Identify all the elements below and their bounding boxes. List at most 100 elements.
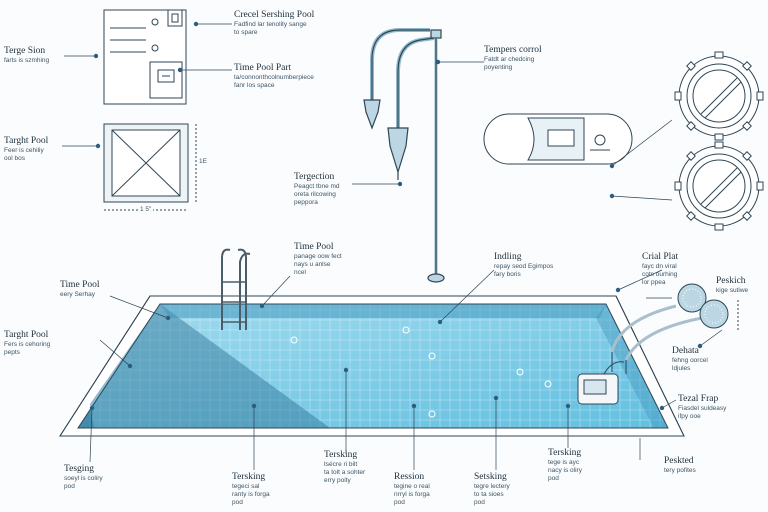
label-time-pool-center: Time Pool panage oow fect nays u anlse n… xyxy=(294,242,342,277)
label-line: Fatdt ar chedcing xyxy=(484,56,535,63)
label-title: Targht Pool xyxy=(4,136,49,146)
label-title: Crecel Sershing Pool xyxy=(234,10,315,20)
pool-cleaner xyxy=(577,361,625,405)
label-line: tery pofites xyxy=(664,467,696,474)
label-title: Peskted xyxy=(664,456,694,466)
label-line: fayc dn viral xyxy=(642,263,677,270)
label-line: cots ourhing xyxy=(642,271,678,278)
label-tezal-frap: Tezal Frap Fiasdel suldeasy ifpy ooe xyxy=(678,394,726,421)
side-shower xyxy=(610,283,739,374)
marker-dots xyxy=(89,21,703,411)
label-line: to spare xyxy=(234,29,258,36)
label-line: poyenting xyxy=(484,64,513,71)
label-line: pod xyxy=(394,499,405,506)
label-line: ta tolt a sohter xyxy=(324,469,366,476)
label-line: ncel xyxy=(294,269,306,276)
label-line: oreta rilcowing xyxy=(294,191,336,198)
label-line: panage oow fect xyxy=(294,253,342,260)
label-line: tsécre ri bilt xyxy=(324,461,358,468)
label-line: pod xyxy=(548,475,559,482)
label-line: Fiasdel suldeasy xyxy=(678,405,727,412)
label-line: eery Serhay xyxy=(60,291,96,298)
label-line: ldjules xyxy=(672,365,691,372)
main-pool xyxy=(59,295,685,437)
label-line: ifpy ooe xyxy=(678,413,701,420)
pool-ladder xyxy=(221,248,251,330)
label-line: pod xyxy=(64,483,75,490)
label-ression: Ression tegine o real nrryl is forga pod xyxy=(394,472,430,507)
label-line: soeyl is coliry xyxy=(64,475,103,482)
label-title: Crial Plat xyxy=(642,252,679,262)
label-title: Tersking xyxy=(548,448,582,458)
label-line: ool bos xyxy=(4,155,25,162)
label-title: Time Pool Part xyxy=(234,63,292,73)
label-title: Time Pool xyxy=(60,280,100,290)
label-title: Targht Pool xyxy=(4,330,49,340)
gear-dial-bottom xyxy=(674,141,764,231)
label-title: Ression xyxy=(394,472,425,482)
gear-dial-top xyxy=(674,51,764,141)
label-peskted: Peskted tery pofites xyxy=(664,456,696,475)
pump-drawing xyxy=(483,113,633,165)
label-line: to ta sioes xyxy=(474,491,504,498)
label-line: pod xyxy=(474,499,485,506)
label-tergection: Tergection Peagct tbne md oreta rilcowin… xyxy=(294,172,340,207)
label-title: Terge Sion xyxy=(4,46,46,56)
label-title: Indling xyxy=(494,252,522,262)
label-title: Tesging xyxy=(64,464,94,474)
label-tersking-c: Tersking tege is ayc nacy is oliry pod xyxy=(548,448,582,483)
label-line: ta/connonthcolnumberpiece xyxy=(234,74,314,81)
label-line: Fers is cehoring xyxy=(4,341,51,348)
label-tesging: Tesging soeyl is coliry pod xyxy=(64,464,103,491)
label-line: nacy is oliry xyxy=(548,467,582,474)
label-title: Setsking xyxy=(474,472,507,482)
label-title: Tergection xyxy=(294,172,335,182)
nozzle-fixture xyxy=(363,28,445,283)
dimension-text: 1E xyxy=(199,158,207,165)
label-line: kige sutiwe xyxy=(716,287,749,294)
square-pool-top-view xyxy=(103,123,197,211)
label-line: lor ppea xyxy=(642,279,666,286)
dimension-vertical: 1E xyxy=(199,158,207,166)
label-crecel-pool: Crecel Sershing Pool Fadfind lar tenolit… xyxy=(234,10,314,37)
label-title: Tezal Frap xyxy=(678,394,719,404)
label-dehata: Dehata fehng oorcel ldjules xyxy=(672,346,708,373)
label-line: Peagct tbne md xyxy=(294,183,340,190)
label-line: nrryl is forga xyxy=(394,491,430,498)
label-title: Peskich xyxy=(716,276,746,286)
label-line: tege is ayc xyxy=(548,459,580,466)
label-setsking: Setsking tegre lectery to ta sioes pod xyxy=(474,472,510,507)
label-line: fanr los space xyxy=(234,82,275,89)
label-line: peppora xyxy=(294,199,318,206)
label-line: pepts xyxy=(4,349,20,356)
label-line: tegre lectery xyxy=(474,483,510,490)
dimension-text: 1 5" xyxy=(140,206,152,213)
label-title: Tersking xyxy=(324,450,358,460)
label-tersking-b: Tersking tsécre ri bilt ta tolt a sohter… xyxy=(324,450,365,485)
label-tempers-corrol: Tempers corrol Fatdt ar chedcing poyenti… xyxy=(484,45,542,72)
label-time-pool-left: Time Pool eery Serhay xyxy=(60,280,100,299)
label-targht-pool: Targht Pool Feer is cehiliy ool bos xyxy=(4,136,48,163)
label-line: fehng oorcel xyxy=(672,357,708,364)
label-line: fary boris xyxy=(494,271,521,278)
label-line: tegeci sal xyxy=(232,483,260,490)
label-title: Time Pool xyxy=(294,242,334,252)
label-line: pod xyxy=(232,499,243,506)
label-indling: Indling repay seod Egimpos fary boris xyxy=(494,252,553,279)
label-title: Dehata xyxy=(672,346,699,356)
label-line: Fadfind lar tenolity sange xyxy=(234,21,307,28)
leader-lines xyxy=(62,23,723,470)
label-targht-pool-left: Targht Pool Fers is cehoring pepts xyxy=(4,330,50,357)
label-crial-plat: Crial Plat fayc dn viral cots ourhing lo… xyxy=(642,252,678,287)
label-line: Feer is cehiliy xyxy=(4,147,44,154)
label-peskich: Peskich kige sutiwe xyxy=(716,276,748,295)
label-line: repay seod Egimpos xyxy=(494,263,554,270)
label-line: farts is szmhing xyxy=(4,57,50,64)
label-tersking-a: Tersking tegeci sal ranty is forga pod xyxy=(232,472,270,507)
label-line: tegine o real xyxy=(394,483,430,490)
label-time-pool-part: Time Pool Part ta/connonthcolnumberpiece… xyxy=(234,63,314,90)
label-line: erry poity xyxy=(324,477,351,484)
dimension-horizontal: 1 5" xyxy=(138,206,154,214)
control-panel-drawing xyxy=(103,9,187,105)
